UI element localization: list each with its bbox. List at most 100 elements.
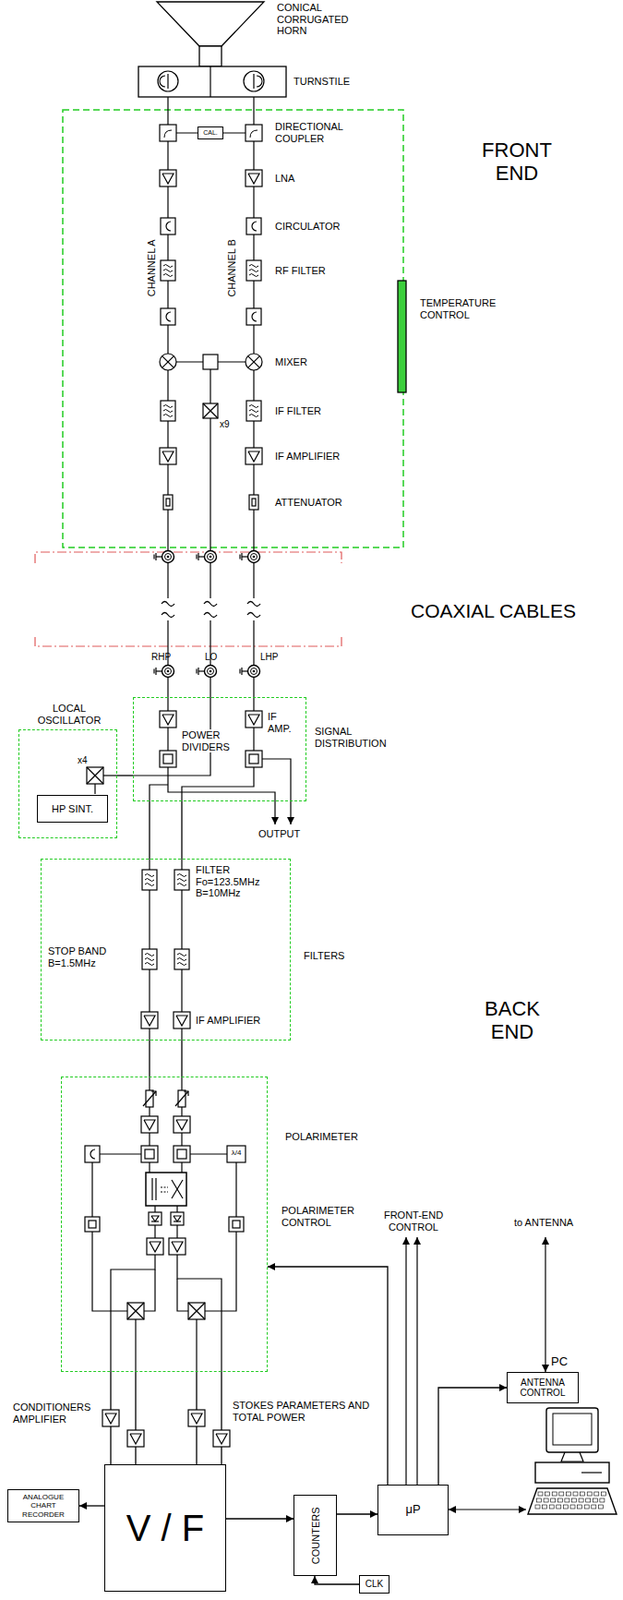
pc-key — [543, 1497, 549, 1502]
amplifier-box — [146, 1237, 164, 1255]
group-region: POLARIMETER — [60, 1076, 268, 1372]
pc-key — [551, 1491, 557, 1496]
amplifier-triangle — [248, 714, 260, 725]
bulkhead-line — [35, 636, 342, 647]
pc-key — [551, 1497, 556, 1502]
coax-pin — [209, 670, 213, 673]
ground-mark — [197, 552, 199, 561]
block-box: CAL. — [197, 126, 224, 140]
connector — [336, 1512, 378, 1514]
lo-line — [103, 774, 118, 776]
amplifier-triangle — [149, 1241, 161, 1252]
connector — [220, 1371, 222, 1464]
part-label: CHANNEL B — [225, 239, 238, 298]
block-box: CLK — [359, 1574, 390, 1594]
part-label: x9 — [219, 419, 230, 431]
detector-box — [170, 1211, 184, 1225]
directional-coupler — [159, 124, 177, 142]
front-end-region — [62, 109, 404, 548]
filter-box — [246, 260, 262, 281]
block-label: LOCAL OSCILLATOR — [32, 702, 107, 726]
variable-arrow-head — [183, 1090, 189, 1096]
part-label: PC — [551, 1354, 568, 1369]
pol-line — [177, 1254, 222, 1372]
multiplier-cross — [203, 403, 218, 419]
coax-connector — [248, 551, 261, 564]
hybrid-mark — [171, 1179, 183, 1199]
output-line — [167, 766, 276, 825]
variable-arrow — [143, 1090, 156, 1106]
pol-line — [177, 1278, 189, 1311]
amplifier-triangle — [162, 173, 174, 184]
circulator-box — [84, 1145, 100, 1163]
horn-outline — [156, 1, 264, 47]
multiplier-box — [86, 766, 104, 784]
turnstile-body — [138, 66, 287, 97]
part-label: TURNSTILE — [293, 75, 350, 88]
power-divider-inner — [249, 754, 259, 764]
pc-key — [565, 1491, 571, 1496]
part-label: CONDITIONERS AMPLIFIER — [12, 1401, 98, 1425]
mixer-symbol — [159, 353, 177, 371]
front-end-control-arrow — [416, 1236, 418, 1485]
pc-link-arrow — [448, 1508, 527, 1510]
mixer-cross — [162, 356, 175, 369]
filter-box — [160, 260, 176, 281]
part-label: LNA — [275, 172, 295, 185]
part-label: IF FILTER — [275, 405, 322, 418]
antenna-link-arrow — [544, 1236, 546, 1372]
pc-key — [594, 1491, 600, 1496]
multiplier-cross — [188, 1302, 205, 1319]
power-divider-inner — [163, 754, 173, 764]
filter-box — [174, 948, 190, 970]
amplifier-box — [245, 447, 263, 465]
filter-wave — [177, 883, 187, 887]
pc-key — [599, 1497, 605, 1502]
multiplier-box — [188, 1302, 205, 1319]
pc-key — [556, 1504, 562, 1509]
horn-neck — [199, 46, 222, 67]
multiplier-cross — [127, 1302, 144, 1319]
block-label: COUNTERS — [309, 1506, 322, 1564]
multiplier-cross — [203, 403, 218, 419]
amplifier-triangle — [162, 451, 174, 462]
ground-lead — [155, 670, 162, 671]
amplifier-box — [141, 1011, 158, 1029]
block-box: μP — [377, 1484, 449, 1535]
temperature-control-bar — [397, 280, 407, 393]
attenuator-inner — [166, 498, 170, 506]
quarter-wave-box — [227, 1145, 246, 1163]
coax-ring — [165, 553, 172, 561]
part-label: LHP — [260, 651, 278, 663]
circulator-box — [160, 308, 176, 325]
channel-b-line — [181, 766, 254, 802]
filter-wave — [249, 274, 259, 277]
pc-key — [572, 1497, 577, 1502]
block-label: μP — [403, 1502, 422, 1517]
amplifier-triangle — [130, 1433, 142, 1444]
cable-break — [161, 601, 175, 607]
amplifier-triangle — [143, 1119, 156, 1130]
circulator-box — [246, 217, 262, 235]
ground-mark — [195, 554, 197, 560]
pc-drive — [581, 1471, 602, 1473]
coax-ring — [165, 668, 172, 675]
pc-key — [559, 1491, 564, 1496]
amplifier-box — [168, 1237, 186, 1255]
detector-inner — [88, 1220, 96, 1228]
filter-wave — [163, 409, 173, 413]
connector — [148, 801, 150, 859]
ground-mark — [239, 669, 240, 674]
coax-ring — [251, 668, 258, 675]
diode-bar — [173, 1220, 181, 1222]
pc-key — [591, 1504, 597, 1509]
block-box: HP SINT. — [36, 794, 108, 823]
circulator-symbol — [166, 311, 171, 322]
ground-lead — [198, 555, 204, 557]
channel-a-line — [149, 784, 168, 802]
pc-key — [592, 1497, 598, 1502]
part-label: λ/4 — [228, 1148, 244, 1157]
pc-key — [542, 1504, 548, 1509]
filter-wave — [163, 264, 173, 268]
pol-line — [134, 1318, 136, 1372]
